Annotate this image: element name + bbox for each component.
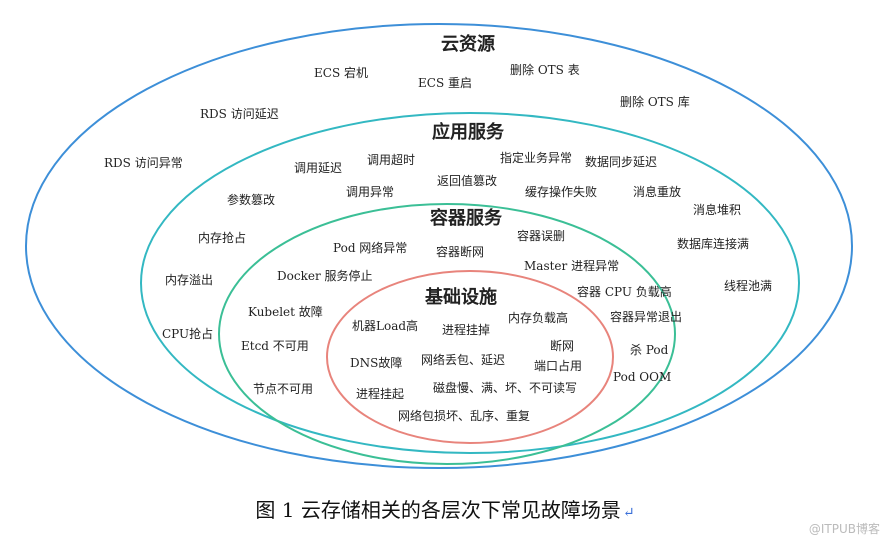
- container-item: Etcd 不可用: [241, 339, 309, 353]
- container-item: Master 进程异常: [524, 258, 619, 273]
- app-item: 内存溢出: [165, 273, 213, 287]
- infra-item: 磁盘慢、满、坏、不可读写: [433, 380, 577, 395]
- container-item: Pod 网络异常: [333, 240, 407, 255]
- infra-item: DNS故障: [350, 355, 402, 370]
- infra-item: 机器Load高: [352, 318, 418, 333]
- container-item: Pod OOM: [613, 370, 671, 384]
- infra-item: 端口占用: [534, 358, 582, 373]
- layer-infrastructure: 基础设施 机器Load高 进程挂掉 内存负载高 断网 DNS故障 网络丢包、延迟…: [326, 270, 614, 444]
- container-item: Docker 服务停止: [277, 268, 373, 283]
- container-item: 容器断网: [436, 244, 484, 259]
- layer-container-services: 容器服务 Pod 网络异常 容器断网 容器误删 Master 进程异常 Dock…: [218, 203, 682, 465]
- layer-cloud-resources: 云资源 ECS 宕机 ECS 重启 删除 OTS 表 删除 OTS 库 RDS …: [25, 23, 853, 469]
- layer-title-container-services: 容器服务: [430, 207, 503, 229]
- infra-item: 内存负载高: [508, 310, 568, 325]
- app-item: 缓存操作失败: [525, 184, 597, 199]
- layer-title-infrastructure: 基础设施: [424, 286, 497, 308]
- infra-item: 网络包损坏、乱序、重复: [398, 408, 530, 423]
- app-item: 数据同步延迟: [585, 154, 657, 169]
- ellipse-infrastructure: [326, 270, 614, 444]
- figure-caption: 图 1 云存储相关的各层次下常见故障场景↵: [0, 494, 890, 523]
- app-item: 返回值篡改: [437, 173, 497, 188]
- cloud-item: RDS 访问延迟: [200, 107, 279, 121]
- app-item: 消息重放: [633, 184, 681, 199]
- app-item: 内存抢占: [198, 230, 246, 245]
- app-item: 调用延迟: [294, 161, 342, 175]
- ellipse-container-services: [218, 203, 676, 465]
- cloud-item: 删除 OTS 表: [510, 62, 580, 77]
- container-item: 容器异常退出: [610, 309, 682, 324]
- ellipse-cloud-resources: [25, 23, 853, 469]
- cloud-item: ECS 重启: [418, 76, 472, 90]
- container-item: 容器 CPU 负载高: [577, 284, 672, 299]
- app-item: 消息堆积: [693, 202, 741, 217]
- layer-title-cloud-resources: 云资源: [441, 33, 495, 55]
- container-item: 容器误删: [517, 228, 565, 243]
- cloud-item: ECS 宕机: [314, 65, 368, 80]
- infra-item: 网络丢包、延迟: [421, 352, 505, 367]
- watermark: @ITPUB博客: [808, 522, 880, 536]
- app-item: 调用异常: [346, 185, 394, 199]
- app-item: 参数篡改: [227, 192, 275, 207]
- infra-item: 断网: [550, 338, 574, 353]
- cloud-item: 删除 OTS 库: [620, 94, 690, 109]
- container-item: 节点不可用: [253, 382, 313, 396]
- return-mark-icon: ↵: [622, 505, 635, 521]
- infra-item: 进程挂起: [356, 386, 404, 401]
- app-item: CPU抢占: [162, 326, 213, 341]
- layer-title-application-services: 应用服务: [432, 121, 505, 143]
- cloud-item: RDS 访问异常: [104, 156, 183, 170]
- app-item: 线程池满: [724, 278, 772, 293]
- ellipse-application-services: [140, 112, 800, 454]
- app-item: 调用超时: [367, 152, 415, 167]
- container-item: Kubelet 故障: [248, 304, 323, 319]
- container-item: 杀 Pod: [630, 342, 669, 357]
- infra-item: 进程挂掉: [442, 322, 490, 337]
- figure-caption-text: 图 1 云存储相关的各层次下常见故障场景: [255, 498, 621, 522]
- app-item: 指定业务异常: [500, 150, 572, 165]
- app-item: 数据库连接满: [677, 236, 749, 251]
- layer-application-services: 应用服务 调用延迟 调用超时 指定业务异常 数据同步延迟 参数篡改 调用异常 返…: [140, 112, 800, 454]
